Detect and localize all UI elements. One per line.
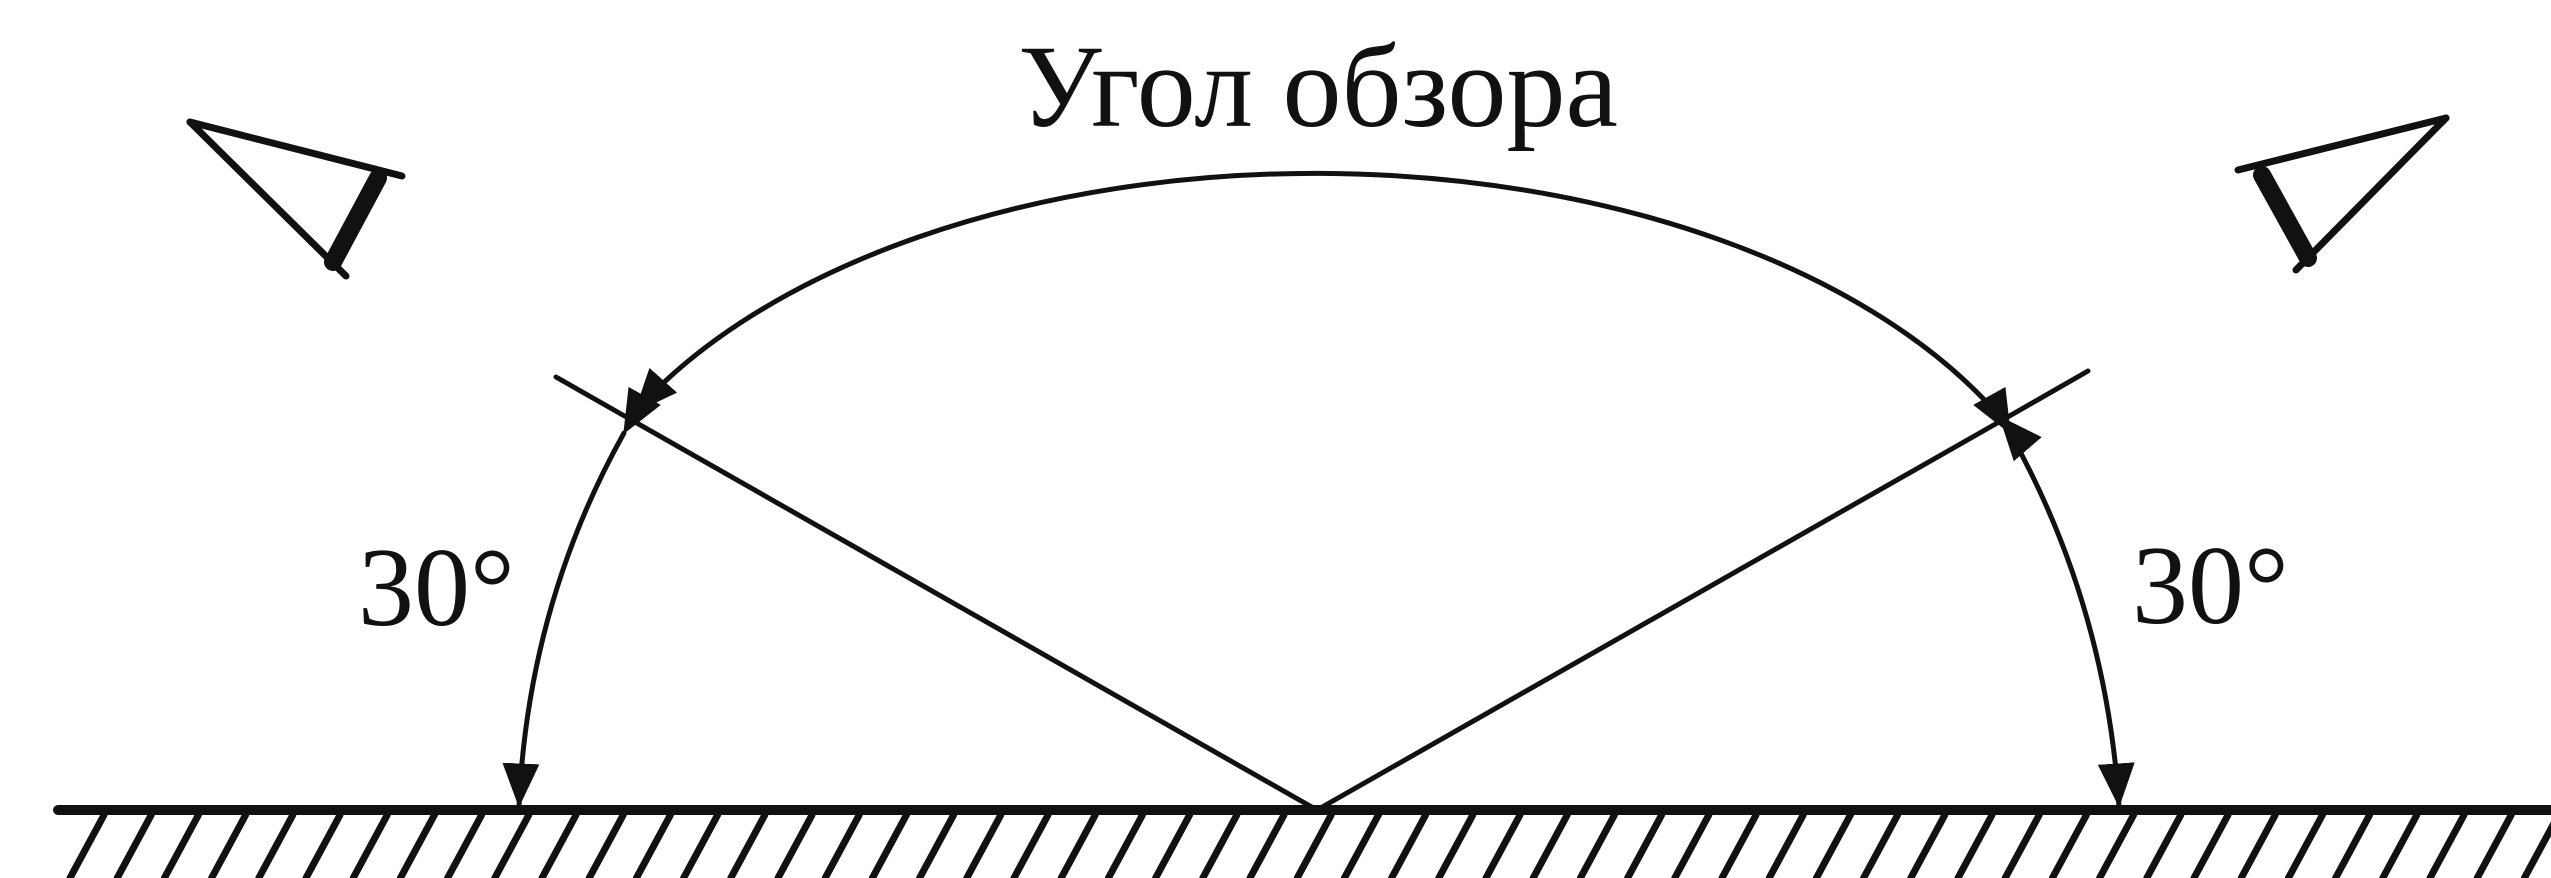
ground-hatch-line — [2520, 821, 2551, 878]
right-ray-extension — [2003, 368, 2091, 421]
ground-hatch-line — [963, 811, 1005, 878]
ground-hatch-line — [2426, 811, 2468, 878]
ground-hatch-line — [113, 811, 155, 878]
ground-hatch-line — [1199, 811, 1241, 878]
left-viewing-ray — [625, 415, 1320, 813]
ground-hatch-line — [2143, 811, 2185, 878]
ground-hatch-line — [491, 811, 533, 878]
ground-hatch-line — [632, 811, 674, 878]
right-angle-label: 30° — [2132, 524, 2289, 648]
ground-hatch-line — [916, 811, 958, 878]
ground-hatch-line — [2190, 811, 2232, 878]
ground-hatch-line — [1435, 811, 1477, 878]
ground-hatch-line — [2473, 811, 2515, 878]
viewing-rays — [553, 368, 2091, 813]
ground-hatch-line — [1671, 811, 1713, 878]
ground-hatch-line — [1482, 811, 1524, 878]
ground-hatch-line — [444, 811, 486, 878]
viewing-angle-title: Угол обзора — [1018, 21, 1618, 152]
right-viewer-eye-icon — [2234, 114, 2450, 274]
right-30-degree-arc — [1973, 386, 2135, 809]
viewing-angle-arc — [632, 170, 2042, 462]
ground-hatch-line — [349, 811, 391, 878]
ground-hatch-line — [396, 811, 438, 878]
ground-hatch-line — [1010, 811, 1052, 878]
ground-hatch-line — [2379, 811, 2421, 878]
left-angle-label: 30° — [358, 526, 515, 650]
ground-hatch-line — [538, 811, 580, 878]
ground-hatch-line — [727, 811, 769, 878]
ground-hatch-line — [1954, 811, 1996, 878]
ground-hatch-line — [1576, 811, 1618, 878]
left-30-degree-arc — [502, 386, 661, 809]
ground-hatch-line — [160, 811, 202, 878]
ground-hatch-line — [774, 811, 816, 878]
ground-hatch-line — [1860, 811, 1902, 878]
ground-hatch-line — [1718, 811, 1760, 878]
ground-hatch-line — [868, 811, 910, 878]
ground-hatch-line — [1812, 811, 1854, 878]
ground-hatch-line — [1246, 811, 1288, 878]
ground-hatch-line — [2237, 811, 2279, 878]
ground-hatch-line — [2001, 811, 2043, 878]
ground-hatch-line — [208, 811, 250, 878]
ground-hatch-line — [2048, 811, 2090, 878]
ground-hatch-line — [255, 811, 297, 878]
left-viewer-eye-icon — [186, 118, 406, 280]
ground-hatch-line — [1340, 811, 1382, 878]
ground-hatch-line — [1388, 811, 1430, 878]
ground-hatch-line — [302, 811, 344, 878]
ground-hatch-line — [2096, 811, 2138, 878]
ground-hatch-line — [1057, 811, 1099, 878]
ground-hatch-line — [1152, 811, 1194, 878]
ground-hatch-line — [1907, 811, 1949, 878]
ground-hatch-line — [585, 811, 627, 878]
ground-surface — [53, 805, 2551, 878]
ground-hatch-line — [1765, 811, 1807, 878]
ground-hatch-line — [1624, 811, 1666, 878]
ground-hatching — [66, 811, 2551, 878]
ground-hatch-line — [2332, 811, 2374, 878]
ground-hatch-line — [680, 811, 722, 878]
left-ray-extension — [553, 374, 631, 421]
right-viewing-ray — [1314, 415, 2009, 813]
ground-hatch-line — [2284, 811, 2326, 878]
ground-hatch-line — [1293, 811, 1335, 878]
ground-hatch-line — [66, 811, 108, 878]
ground-hatch-line — [821, 811, 863, 878]
ground-hatch-line — [1104, 811, 1146, 878]
ground-hatch-line — [1529, 811, 1571, 878]
